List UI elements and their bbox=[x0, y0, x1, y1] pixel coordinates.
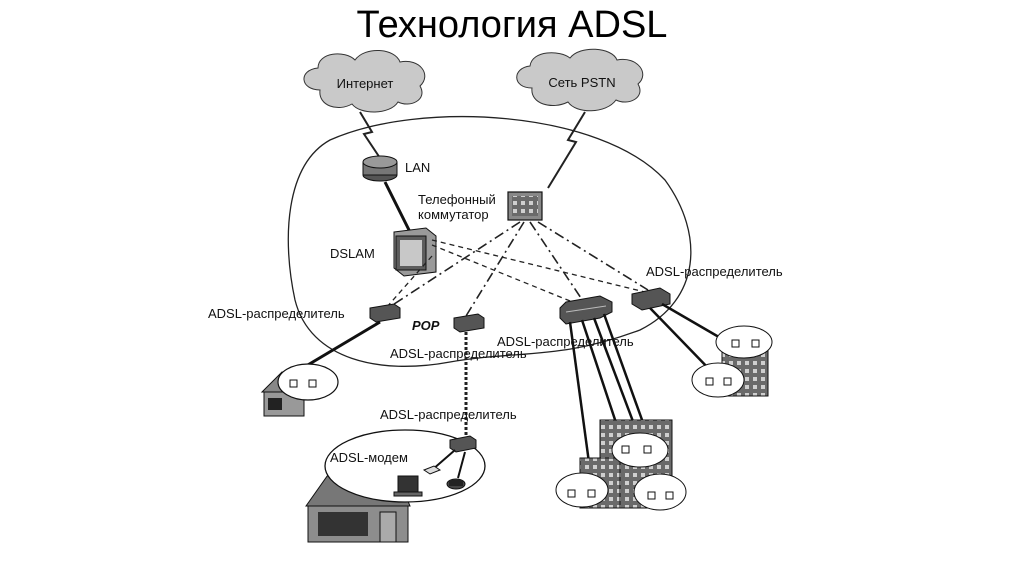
lan-dslam-link bbox=[383, 181, 412, 233]
right-building-links bbox=[649, 302, 725, 373]
dslam-label: DSLAM bbox=[330, 246, 375, 261]
modem-label: ADSL-модем bbox=[330, 450, 408, 465]
pop-label: POP bbox=[412, 318, 440, 333]
splitter-center-icon bbox=[559, 295, 613, 325]
computer-icon bbox=[393, 475, 423, 497]
pstn-switch-link bbox=[547, 111, 586, 189]
right-building-icon bbox=[691, 325, 773, 398]
pstn-label: Сеть PSTN bbox=[548, 75, 615, 90]
internet-label: Интернет bbox=[337, 76, 394, 91]
pstn-cloud: Сеть PSTN bbox=[516, 48, 644, 112]
switch-splitter-links bbox=[387, 221, 649, 317]
modem-icon bbox=[422, 465, 442, 475]
splitter-left-icon bbox=[369, 303, 401, 323]
splitter-center-label: ADSL-распределитель bbox=[497, 334, 634, 349]
splitter-right-icon bbox=[631, 287, 671, 311]
splitter-pop-icon bbox=[453, 313, 485, 333]
splitter-bottom-label: ADSL-распределитель bbox=[380, 407, 517, 422]
splitter-bottom-icon bbox=[449, 435, 477, 453]
dslam-splitter-links bbox=[385, 239, 646, 309]
modem-bubble bbox=[324, 429, 486, 503]
splitter-right-label: ADSL-распределитель bbox=[646, 264, 783, 279]
provider-boundary bbox=[287, 115, 692, 367]
lan-label: LAN bbox=[405, 160, 430, 175]
center-building-icon bbox=[555, 419, 687, 511]
switch-label-line2: коммутатор bbox=[418, 207, 489, 222]
left-house-icon bbox=[260, 363, 339, 417]
lan-router-icon bbox=[362, 155, 398, 182]
switch-label-line1: Телефонный bbox=[418, 192, 496, 207]
splitter-left-label: ADSL-распределитель bbox=[208, 306, 345, 321]
slide-title: Технология ADSL bbox=[356, 4, 668, 46]
telephone-icon bbox=[446, 478, 466, 490]
dslam-icon bbox=[393, 227, 437, 277]
splitter-pop-label: ADSL-распределитель bbox=[390, 346, 527, 361]
internet-lan-link bbox=[359, 111, 381, 159]
phone-link bbox=[457, 451, 466, 479]
telephone-switch-icon bbox=[507, 191, 543, 221]
internet-cloud: Интернет bbox=[303, 50, 426, 113]
